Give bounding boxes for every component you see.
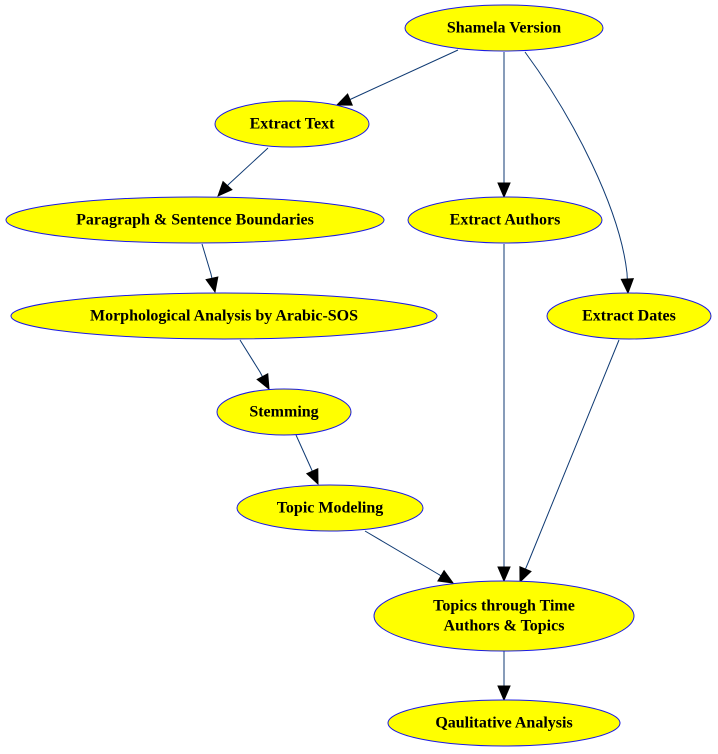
- node-ellipse: [5, 196, 385, 244]
- node-label: Morphological Analysis by Arabic-SOS: [90, 308, 358, 325]
- node-ellipse: [10, 292, 438, 340]
- edge-line: [524, 339, 620, 570]
- edge-para-to-morph: [201, 243, 219, 294]
- edge-line: [348, 49, 459, 101]
- node-topic-modeling: Topic Modeling: [236, 484, 424, 532]
- node-extract-text: Extract Text: [214, 100, 370, 148]
- node-para: Paragraph & Sentence Boundaries: [5, 196, 385, 244]
- edge-extract_text-to-para: [217, 147, 269, 197]
- node-ellipse: [236, 484, 424, 532]
- node-ellipse: [214, 100, 370, 148]
- edge-line: [227, 147, 269, 187]
- node-ellipse: [404, 4, 604, 52]
- edge-line: [524, 51, 628, 280]
- arrowhead-icon: [497, 566, 511, 583]
- arrowhead-icon: [335, 93, 353, 106]
- node-ellipse: [546, 292, 712, 340]
- node-label: Extract Text: [250, 116, 336, 133]
- edge-extract_authors-to-topics_time: [497, 244, 511, 583]
- edge-shamela-to-extract_text: [335, 49, 459, 106]
- edge-line: [239, 339, 263, 377]
- edge-topics_time-to-qual: [497, 651, 511, 702]
- node-shamela: Shamela Version: [404, 4, 604, 52]
- node-label: Paragraph & Sentence Boundaries: [76, 212, 314, 229]
- node-label: Extract Authors: [450, 212, 561, 229]
- node-morph: Morphological Analysis by Arabic-SOS: [10, 292, 438, 340]
- node-label: Topic Modeling: [277, 500, 384, 517]
- arrowhead-icon: [519, 566, 532, 584]
- node-extract-authors: Extract Authors: [407, 196, 603, 244]
- node-extract-dates: Extract Dates: [546, 292, 712, 340]
- arrowhead-icon: [305, 468, 319, 486]
- node-label: Topics through Time: [433, 598, 575, 615]
- edge-extract_dates-to-topics_time: [519, 339, 620, 584]
- node-ellipse: [407, 196, 603, 244]
- node-label: Qaulitative Analysis: [435, 715, 572, 732]
- node-ellipse: [216, 388, 352, 436]
- node-ellipse: [387, 699, 621, 747]
- node-label: Stemming: [249, 404, 318, 421]
- edge-shamela-to-extract_dates: [524, 51, 635, 295]
- arrowhead-icon: [256, 373, 270, 391]
- arrowhead-icon: [437, 569, 455, 584]
- arrowhead-icon: [497, 685, 511, 702]
- node-qual: Qaulitative Analysis: [387, 699, 621, 747]
- arrowhead-icon: [620, 278, 635, 295]
- edge-line: [364, 530, 442, 577]
- arrowhead-icon: [497, 182, 511, 199]
- node-label: Extract Dates: [582, 308, 676, 325]
- node-label: Shamela Version: [447, 20, 561, 37]
- edge-line: [295, 434, 313, 472]
- node-stemming: Stemming: [216, 388, 352, 436]
- edge-line: [201, 243, 213, 279]
- edge-topic_modeling-to-topics_time: [364, 530, 455, 584]
- edge-morph-to-stemming: [239, 339, 270, 391]
- edge-stemming-to-topic_modeling: [295, 434, 319, 486]
- node-label: Authors & Topics: [444, 618, 565, 635]
- edges-layer: [201, 49, 635, 702]
- arrowhead-icon: [205, 276, 219, 294]
- arrowhead-icon: [217, 180, 233, 197]
- edge-shamela-to-extract_authors: [497, 52, 511, 199]
- node-ellipse: [373, 580, 635, 652]
